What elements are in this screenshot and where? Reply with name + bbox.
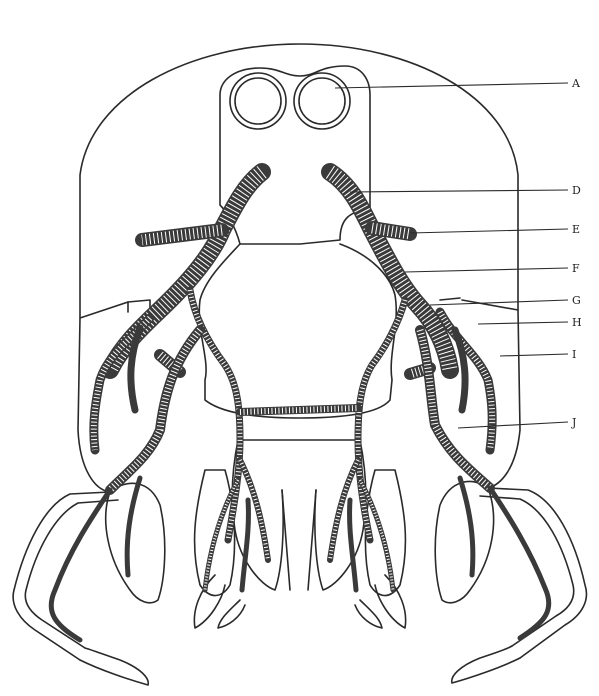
label-D: D: [572, 184, 581, 197]
leader-J: [458, 422, 568, 428]
leader-I: [500, 354, 568, 356]
label-E: E: [572, 223, 580, 236]
leader-H: [478, 322, 568, 324]
eye-left: [230, 73, 286, 129]
labels: A D E F G H I J: [335, 77, 582, 429]
label-A: A: [571, 77, 581, 90]
leader-A: [335, 83, 568, 88]
label-H: H: [572, 316, 582, 329]
tracheal-tubes: [51, 172, 549, 640]
long-leg-left-claw: [80, 648, 148, 685]
label-J: J: [571, 416, 576, 429]
leader-F: [405, 268, 568, 272]
long-leg-right-claw: [452, 646, 520, 683]
label-G: G: [572, 294, 581, 307]
leader-G: [430, 300, 568, 305]
leader-D: [350, 190, 568, 192]
leader-E: [410, 229, 568, 233]
label-F: F: [572, 262, 580, 275]
central-body: [199, 244, 396, 418]
eye-right: [294, 73, 350, 129]
thorax-left: [78, 302, 128, 492]
body-outline: [13, 44, 586, 685]
label-I: I: [572, 348, 576, 361]
